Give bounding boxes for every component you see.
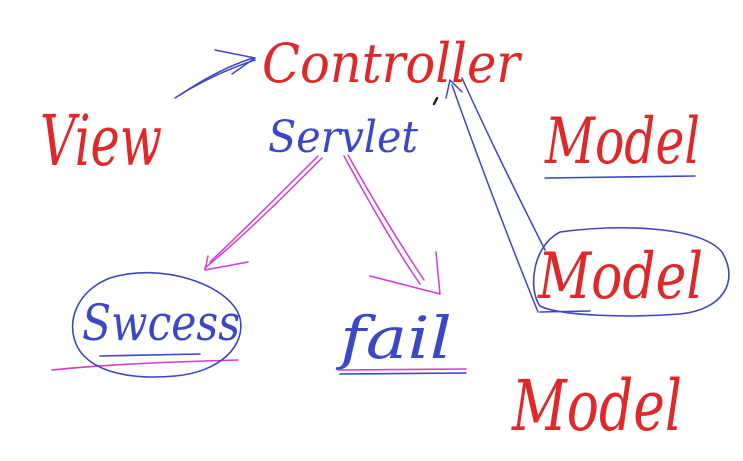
arrow-model-to-controller-head <box>445 79 463 99</box>
pen-dot <box>432 96 439 106</box>
success-label: Swcess <box>82 294 240 352</box>
success-underline <box>99 353 201 357</box>
model-middle-circle <box>532 227 730 317</box>
arrow-servlet-to-success <box>204 157 323 269</box>
model-top-label: Model <box>544 105 700 179</box>
arrow-view-to-controller-head <box>214 49 256 75</box>
servlet-label: Servlet <box>268 112 418 163</box>
model-middle-underline <box>539 310 591 313</box>
view-label: View <box>40 100 162 182</box>
arrow-servlet-to-fail <box>343 155 421 285</box>
arrow-servlet-to-success-stroke2 <box>209 155 319 263</box>
arrow-model-to-controller <box>461 77 546 251</box>
success-underline-magenta <box>51 359 239 371</box>
arrow-servlet-to-fail-head <box>369 251 441 295</box>
arrow-servlet-to-fail-stroke2 <box>347 154 425 281</box>
model-bottom-label: Model <box>510 365 682 447</box>
fail-label: fail <box>335 304 452 372</box>
arrow-model-to-controller-return <box>451 84 539 313</box>
fail-underline-blue <box>339 372 467 375</box>
model-top-underline <box>544 175 696 179</box>
model-middle-label: Model <box>537 240 703 314</box>
fail-underline-magenta <box>337 368 467 371</box>
controller-label: Controller <box>262 32 523 95</box>
arrow-view-to-controller-stroke2 <box>179 57 254 96</box>
arrow-servlet-to-success-head <box>204 255 249 271</box>
success-circle <box>71 271 242 378</box>
